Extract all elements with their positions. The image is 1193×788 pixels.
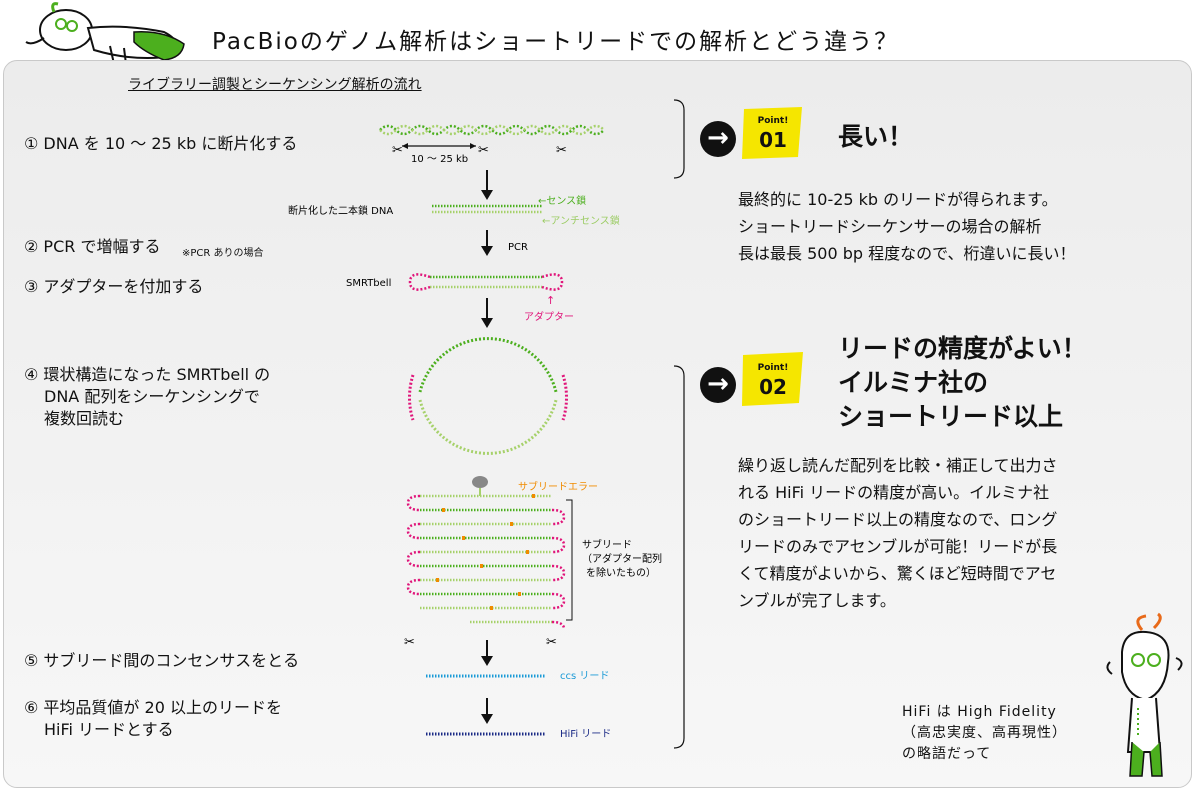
- svg-text:✂: ✂: [404, 635, 415, 650]
- point-02-headline-line: イルミナ社の: [838, 368, 989, 397]
- svg-text:✂: ✂: [546, 635, 557, 650]
- point-02-body-line: れる HiFi リードの精度が高い。イルミナ社: [738, 483, 1050, 502]
- point-01-number: 01: [759, 128, 787, 152]
- arrow-right-icon: →: [700, 121, 736, 157]
- hifi-label: HiFi リード: [560, 729, 611, 740]
- point-02-body: 繰り返し読んだ配列を比較・補正して出力さ れる HiFi リードの精度が高い。イ…: [738, 452, 1058, 614]
- step-1: ① DNA を 10 ～ 25 kb に断片化する: [24, 134, 298, 153]
- svg-text:✂: ✂: [556, 143, 567, 158]
- step-2: ② PCR で増幅する: [24, 237, 161, 256]
- ccs-label: ccs リード: [560, 671, 609, 682]
- point-02-badge-bg: [742, 352, 803, 406]
- content-panel: [3, 60, 1192, 788]
- scissors-icon: ✂ ✂ ✂: [392, 143, 567, 158]
- hifi-footnote: HiFi は High Fidelity （高忠実度、高再現性） の略語だって: [902, 702, 1067, 765]
- smrtbell-circle: [408, 337, 568, 488]
- step-6-line2: HiFi リードとする: [44, 720, 174, 739]
- goat-mascot-icon: [25, 2, 185, 65]
- fragment-range-label: 10 ～ 25 kb: [411, 154, 468, 165]
- sense-strand-label: ←センス鎖: [538, 194, 586, 207]
- point-02-body-line: リードのみでアセンブルが可能！リードが長: [738, 537, 1058, 556]
- page-title: PacBioのゲノム解析はショートリードでの解析とどう違う？: [212, 29, 900, 55]
- goat-mascot-icon: [1106, 612, 1183, 777]
- point-02-headline-line: リードの精度がよい！: [838, 334, 1087, 363]
- brackets: [673, 99, 685, 749]
- adapter-arrow: ↑: [546, 294, 555, 307]
- point-01-body-line: ショートリードシーケンサーの場合の解析: [738, 217, 1042, 236]
- subread-label-2: （アダプター配列: [582, 552, 662, 565]
- point-02-body-line: のショートリード以上の精度なので、ロング: [738, 510, 1058, 529]
- subread-error-label: サブリードエラー: [518, 480, 598, 493]
- point-02-body-line: 繰り返し読んだ配列を比較・補正して出力さ: [738, 456, 1058, 475]
- footnote-line: （高忠実度、高再現性）: [902, 725, 1067, 741]
- point-02-headline: リードの精度がよい！ イルミナ社の ショートリード以上: [838, 332, 1087, 434]
- point-01-label: Point!: [757, 116, 789, 126]
- adapter-label: アダプター: [524, 310, 574, 323]
- footnote-line: HiFi は High Fidelity: [902, 704, 1057, 720]
- workflow-diagram: 10 ～ 25 kb ✂✂✂ 断片化した二本鎖 DNA ←センス鎖 ←アンチセン…: [288, 124, 662, 740]
- step-5: ⑤ サブリード間のコンセンサスをとる: [24, 651, 300, 670]
- pcr-label: PCR: [508, 242, 528, 253]
- point-01-body-line: 最終的に 10-25 kb のリードが得られます。: [738, 190, 1058, 209]
- point-01-body: 最終的に 10-25 kb のリードが得られます。 ショートリードシーケンサーの…: [738, 186, 1075, 267]
- antisense-strand-label: ←アンチセンス鎖: [542, 214, 620, 227]
- svg-text:✂: ✂: [478, 143, 489, 158]
- point-02-headline-line: ショートリード以上: [838, 402, 1064, 431]
- subread-label-3: を除いたもの）: [586, 566, 656, 579]
- scissors-icon: ✂✂: [404, 635, 557, 650]
- step-4-line1: ④ 環状構造になった SMRTbell の: [24, 365, 271, 384]
- step-4-line2: DNA 配列をシーケンシングで: [44, 387, 260, 406]
- point-02-label: Point!: [757, 363, 789, 373]
- point-01-headline: 長い！: [838, 122, 914, 151]
- point-01-body-line: 長は最長 500 bp 程度なので、桁違いに長い！: [738, 244, 1076, 263]
- arrow-right-icon: →: [700, 367, 736, 403]
- ds-dna-label: 断片化した二本鎖 DNA: [288, 204, 393, 217]
- step-4-line3: 複数回読む: [44, 409, 125, 428]
- step-3: ③ アダプターを付加する: [24, 277, 204, 296]
- point-02-body-line: ンブルが完了します。: [738, 591, 896, 610]
- subread-label-1: サブリード: [582, 538, 632, 551]
- step-6-line1: ⑥ 平均品質値が 20 以上のリードを: [24, 698, 282, 717]
- step-2-note: ※PCR ありの場合: [182, 248, 264, 259]
- svg-text:✂: ✂: [392, 143, 403, 158]
- flow-subtitle: ライブラリー調製とシーケンシング解析の流れ: [128, 77, 422, 93]
- point-02-body-line: くて精度がよいから、驚くほど短時間でアセ: [738, 564, 1057, 583]
- point-02-number: 02: [759, 375, 787, 399]
- footnote-line: の略語だって: [902, 746, 992, 762]
- point-01-badge-bg: [742, 107, 802, 159]
- subreads: [406, 488, 566, 630]
- smrtbell-linear: [408, 273, 564, 291]
- dna-helix: [379, 124, 605, 136]
- smrtbell-label: SMRTbell: [346, 278, 391, 289]
